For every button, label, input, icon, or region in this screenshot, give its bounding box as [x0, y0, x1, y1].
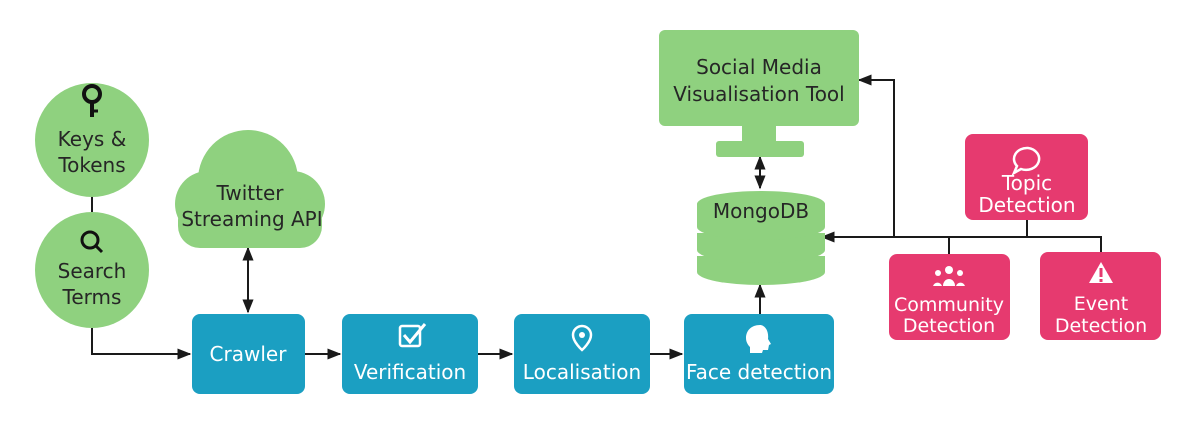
monitor-neck: [742, 126, 776, 142]
edge-search-crawler: [91, 328, 192, 360]
crawler-box: [192, 314, 305, 394]
node-crawler: Crawler: [192, 314, 305, 394]
localisation-box: [514, 314, 650, 394]
node-visualisation-tool: Social Media Visualisation Tool: [659, 30, 859, 157]
verification-box: [342, 314, 478, 394]
mongodb-cylinder-top: [697, 191, 825, 217]
node-community-detection: Community Detection: [889, 254, 1010, 340]
node-search-terms: Search Terms: [35, 212, 149, 328]
topic-box: [965, 134, 1088, 220]
event-label-line2: Detection: [1055, 315, 1147, 337]
monitor-base: [716, 141, 804, 157]
keys-label-line2: Tokens: [57, 153, 125, 177]
node-keys-tokens: Keys & Tokens: [35, 83, 149, 197]
twitter-label-line1: Twitter: [215, 181, 284, 205]
node-localisation: Localisation: [514, 314, 650, 394]
key-icon: [82, 84, 102, 117]
topic-label-line2: Detection: [978, 193, 1075, 217]
event-label-line1: Event: [1074, 293, 1128, 315]
face-box: [684, 314, 834, 394]
cloud-shape: [175, 130, 325, 248]
node-twitter-api: Twitter Streaming API: [175, 130, 325, 248]
event-box: [1040, 252, 1161, 340]
node-event-detection: Event Detection: [1040, 252, 1161, 340]
node-topic-detection: Topic Detection: [965, 134, 1088, 220]
community-label-line2: Detection: [903, 315, 995, 337]
crawler-label: Crawler: [210, 342, 288, 366]
node-mongodb: MongoDB: [697, 191, 825, 285]
verification-label: Verification: [354, 360, 466, 384]
monitor-screen: [659, 30, 859, 126]
node-verification: Verification: [342, 314, 478, 394]
search-label-line1: Search: [58, 259, 127, 283]
node-face-detection: Face detection: [684, 314, 834, 394]
edges: [91, 74, 1102, 360]
speech-bubble-icon: [1011, 146, 1041, 176]
checkbox-icon: [398, 323, 427, 348]
localisation-label: Localisation: [523, 360, 641, 384]
edge-bus-mongodb: [820, 231, 1102, 252]
community-box: [889, 254, 1010, 340]
face-label: Face detection: [686, 360, 832, 384]
head-silhouette-icon: [746, 325, 771, 353]
community-label-line1: Community: [894, 294, 1004, 316]
twitter-label-line2: Streaming API: [181, 207, 322, 231]
keys-label-line1: Keys &: [58, 127, 127, 151]
mongodb-label: MongoDB: [713, 199, 809, 223]
location-pin-icon: [571, 324, 593, 352]
keys-circle: [35, 83, 149, 197]
warning-triangle-icon: [1089, 262, 1113, 283]
edge-bus-viz: [857, 74, 895, 237]
topic-label-line1: Topic: [1001, 171, 1052, 195]
search-label-line2: Terms: [62, 285, 122, 309]
search-circle: [35, 212, 149, 328]
people-group-icon: [933, 266, 965, 286]
viz-label-line1: Social Media: [696, 55, 822, 79]
viz-label-line2: Visualisation Tool: [673, 82, 844, 106]
magnifier-icon: [80, 230, 104, 254]
